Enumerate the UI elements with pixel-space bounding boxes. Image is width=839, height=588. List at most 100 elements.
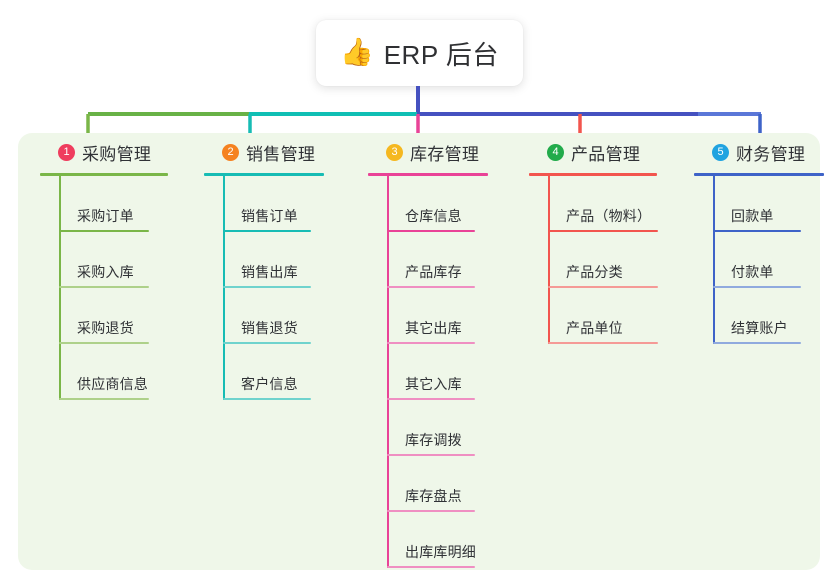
branch-item-underline [387, 398, 475, 400]
branch-item-underline [59, 286, 149, 288]
branch-item-underline [223, 398, 311, 400]
branch-item-underline [387, 342, 475, 344]
branch-items: 回款单付款单结算账户 [713, 176, 834, 344]
branch-column-2[interactable]: 2 销售管理销售订单销售出库销售退货客户信息 [204, 133, 352, 400]
branch-item-label: 库存调拨 [405, 432, 462, 448]
branch-items: 产品（物料） 产品分类产品单位 [548, 176, 679, 344]
branch-item[interactable]: 销售订单 [223, 176, 352, 232]
branch-items: 采购订单采购入库采购退货供应商信息 [59, 176, 190, 400]
branch-item[interactable]: 采购退货 [59, 288, 190, 344]
branch-item-label: 回款单 [731, 208, 774, 224]
branch-item-underline [59, 230, 149, 232]
branch-item-underline [387, 566, 475, 568]
branch-underline [694, 173, 824, 176]
branch-item-underline [548, 286, 658, 288]
branch-number-badge: 2 [222, 143, 239, 161]
branch-column-5[interactable]: 5 财务管理回款单付款单结算账户 [694, 133, 834, 344]
branch-number-badge: 4 [547, 143, 564, 161]
branch-item-underline [223, 230, 311, 232]
branch-item-label: 采购入库 [77, 264, 134, 280]
branch-item[interactable]: 库存调拨 [387, 400, 518, 456]
branch-item-label: 销售订单 [241, 208, 298, 224]
thumbs-up-icon: 👍 [340, 36, 374, 67]
branch-item[interactable]: 产品单位 [548, 288, 679, 344]
branch-header-3[interactable]: 3 库存管理 [368, 133, 518, 171]
branch-item[interactable]: 采购入库 [59, 232, 190, 288]
branch-item-underline [387, 454, 475, 456]
branch-title: 财务管理 [736, 144, 806, 164]
branch-item-label: 仓库信息 [405, 208, 462, 224]
branch-item-underline [713, 342, 801, 344]
branch-title: 销售管理 [246, 144, 316, 164]
branch-item[interactable]: 产品库存 [387, 232, 518, 288]
branch-item-label: 付款单 [731, 264, 774, 280]
branch-item[interactable]: 销售退货 [223, 288, 352, 344]
branch-item-underline [387, 510, 475, 512]
branch-item[interactable]: 销售出库 [223, 232, 352, 288]
branch-item[interactable]: 供应商信息 [59, 344, 190, 400]
branch-column-1[interactable]: 1 采购管理采购订单采购入库采购退货供应商信息 [40, 133, 190, 400]
branch-header-5[interactable]: 5 财务管理 [694, 133, 834, 171]
branch-item-underline [387, 230, 475, 232]
branch-item[interactable]: 客户信息 [223, 344, 352, 400]
root-node-title: ERP 后台 [383, 39, 499, 70]
branch-number-badge: 1 [58, 143, 75, 161]
branch-item-underline [548, 230, 658, 232]
branch-item[interactable]: 产品分类 [548, 232, 679, 288]
branch-item-underline [713, 286, 801, 288]
branch-spine [59, 176, 61, 400]
branch-item-label: 采购退货 [77, 320, 134, 336]
branch-underline [40, 173, 168, 176]
branch-item-label: 结算账户 [731, 320, 788, 336]
branch-underline [368, 173, 488, 176]
branch-columns: 1 采购管理采购订单采购入库采购退货供应商信息 2 销售管理销售订单销售出库销售退货客… [18, 133, 824, 570]
branch-item-underline [548, 342, 658, 344]
branch-item[interactable]: 产品（物料） [548, 176, 679, 232]
branch-spine [713, 176, 715, 344]
branch-item-underline [59, 398, 149, 400]
branch-item-underline [223, 342, 311, 344]
branch-item-label: 销售退货 [241, 320, 298, 336]
branch-header-2[interactable]: 2 销售管理 [204, 133, 352, 171]
branch-item-label: 客户信息 [241, 376, 298, 392]
branch-item[interactable]: 其它出库 [387, 288, 518, 344]
branch-item-label: 其它入库 [405, 376, 462, 392]
branch-spine [548, 176, 550, 344]
branch-item-underline [223, 286, 311, 288]
branch-item-label: 其它出库 [405, 320, 462, 336]
root-node[interactable]: 👍 ERP 后台 [316, 20, 523, 86]
branch-item-label: 产品分类 [566, 264, 623, 280]
branch-item-label: 供应商信息 [77, 376, 148, 392]
branch-underline [204, 173, 324, 176]
branch-item-underline [387, 286, 475, 288]
branch-item-label: 产品（物料） [566, 208, 652, 224]
branch-item-label: 产品库存 [405, 264, 462, 280]
branch-item[interactable]: 回款单 [713, 176, 834, 232]
branch-header-4[interactable]: 4 产品管理 [529, 133, 679, 171]
branch-title: 产品管理 [571, 144, 641, 164]
branch-item-underline [713, 230, 801, 232]
branch-items: 销售订单销售出库销售退货客户信息 [223, 176, 352, 400]
branch-number-badge: 5 [712, 143, 729, 161]
branch-spine [387, 176, 389, 568]
branch-header-1[interactable]: 1 采购管理 [40, 133, 190, 171]
branch-item-label: 出库库明细 [405, 544, 476, 560]
branch-column-3[interactable]: 3 库存管理仓库信息产品库存其它出库其它入库库存调拨库存盘点出库库明细 [368, 133, 518, 568]
branch-item[interactable]: 库存盘点 [387, 456, 518, 512]
branch-item[interactable]: 仓库信息 [387, 176, 518, 232]
branch-title: 采购管理 [82, 144, 152, 164]
branch-item[interactable]: 其它入库 [387, 344, 518, 400]
branch-item-label: 采购订单 [77, 208, 134, 224]
branch-item[interactable]: 结算账户 [713, 288, 834, 344]
branch-item[interactable]: 付款单 [713, 232, 834, 288]
branch-item-label: 产品单位 [566, 320, 623, 336]
branch-title: 库存管理 [410, 144, 480, 164]
branch-item-label: 销售出库 [241, 264, 298, 280]
branch-column-4[interactable]: 4 产品管理产品（物料） 产品分类产品单位 [529, 133, 679, 344]
branch-item[interactable]: 出库库明细 [387, 512, 518, 568]
branch-item[interactable]: 采购订单 [59, 176, 190, 232]
branch-number-badge: 3 [386, 143, 403, 161]
branch-item-underline [59, 342, 149, 344]
branch-spine [223, 176, 225, 400]
